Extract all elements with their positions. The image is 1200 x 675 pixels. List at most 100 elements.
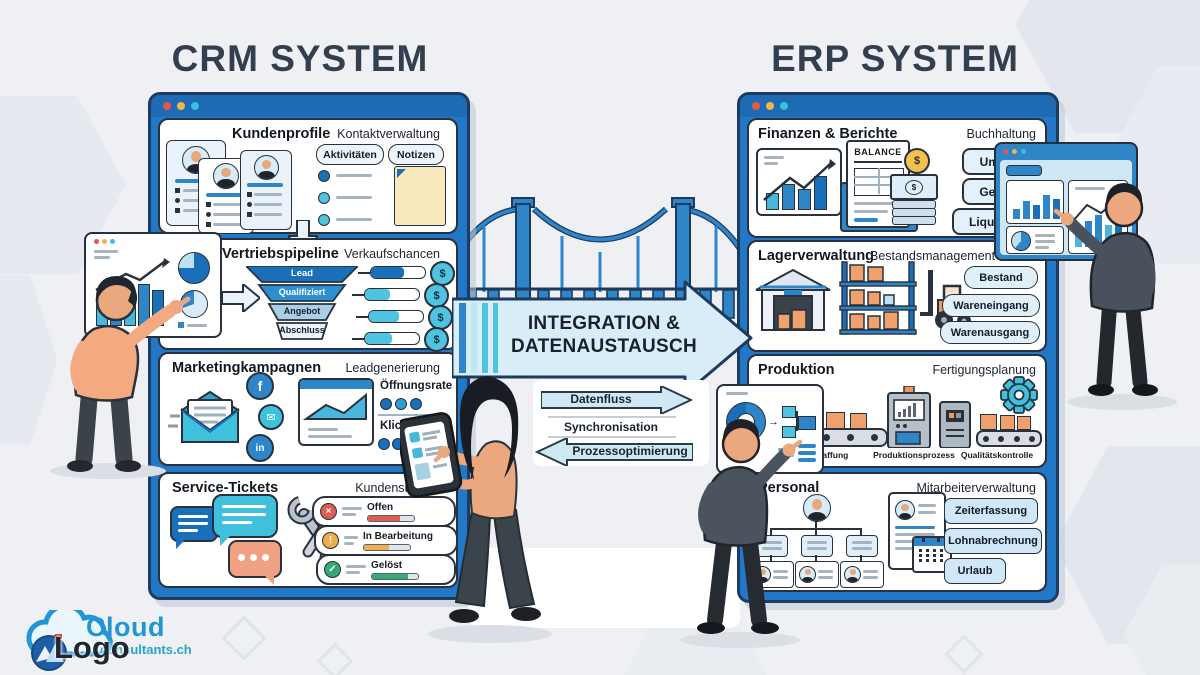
conveyor-box [826,412,845,429]
open-status-icon: × [320,503,337,520]
person-left [50,276,191,479]
dollar-badge: $ [424,327,449,352]
conveyor-belt [976,430,1042,447]
zeiterfassung-pill[interactable]: Zeiterfassung [944,498,1038,524]
service-title: Service-Tickets [172,480,279,496]
notizen-pill[interactable]: Notizen [388,144,444,165]
produktion-subtitle: Fertigungsplanung [932,363,1036,377]
avatar [213,163,239,189]
window-dot-yellow [177,102,185,110]
sales-funnel [246,266,358,340]
org-node [801,535,833,557]
kundenprofile-subtitle: Kontaktverwaltung [337,127,440,141]
lohnabrechnung-pill[interactable]: Lohnabrechnung [944,528,1042,554]
org-top-avatar [803,494,831,522]
step-produktionsprozess: Produktionsprozess [873,450,955,460]
conveyor-box [850,413,867,429]
lager-title: Lagerverwaltung [758,248,875,264]
metric-dot [410,398,422,410]
ticket-status-open[interactable]: × Offen [312,496,456,527]
finance-bar-chart [756,148,842,216]
funnel-stage-lead[interactable]: Lead [290,268,314,279]
status-label-progress: In Bearbeitung [363,530,434,542]
calendar-icon [912,536,952,573]
integration-headline: INTEGRATION & DATENAUSTAUSCH [510,313,698,357]
status-label-done: Gelöst [371,559,403,571]
pipeline-subtitle: Verkaufschancen [344,247,440,261]
sticky-note [394,166,446,226]
opportunity-bar [364,288,420,301]
org-node [846,535,878,557]
erp-window-titlebar [740,95,1056,117]
coin-icon: $ [904,148,930,174]
urlaub-pill[interactable]: Urlaub [944,558,1006,584]
pie-chart-icon [180,290,208,318]
chat-bubble [212,494,278,546]
dollar-badge: $ [424,283,449,308]
activity-dot [318,192,330,204]
pie-chart-icon [178,252,210,284]
profile-card [240,150,292,230]
datenfluss-arrow [541,386,693,414]
metric-dot [380,398,392,410]
opportunity-bar [368,310,424,323]
crm-window-titlebar [151,95,467,117]
shelf-boxes-icon [839,261,917,335]
wareneingang-pill[interactable]: Wareneingang [942,294,1040,317]
synchronisation-label: Synchronisation [563,420,658,434]
funnel-stage-angebot[interactable]: Angebot [283,306,321,316]
status-label-open: Offen [367,501,394,513]
open-rate-label: Öffnungsrate [380,380,453,392]
right-arrow [222,284,260,312]
dollar-badge: $ [430,261,455,286]
opportunity-bar [364,332,420,345]
linkedin-icon[interactable]: in [246,434,274,462]
pipeline-title: Vertriebspipeline [222,246,339,262]
window-dot-red [752,102,760,110]
production-machine-icon [887,386,971,448]
logo-watermark-text: Logo [54,630,130,665]
logo-domain-text: consultants.ch [100,642,192,657]
bestand-pill[interactable]: Bestand [964,266,1038,289]
facebook-icon[interactable]: f [246,372,274,400]
window-dot-cyan [780,102,788,110]
personal-title: Personal [758,480,820,496]
person-woman-tablet [400,376,552,643]
mail-icon[interactable]: ✉ [258,404,284,430]
prozessoptimierung-arrow [535,438,693,466]
metric-dot [378,438,390,450]
window-dot-yellow [766,102,774,110]
webpage-chart-card [298,378,374,446]
funnel-stage-abschluss[interactable]: Abschluss [279,325,325,335]
employee-badge [840,561,884,588]
funnel-stage-qualifiziert[interactable]: Qualifiziert [278,287,326,297]
dollar-badge: $ [428,305,453,330]
datenfluss-label: Datenfluss [570,392,632,406]
ticket-status-progress[interactable]: ! In Bearbeitung [314,525,458,556]
ticket-status-done[interactable]: ✓ Gelöst [316,554,456,585]
conveyor-box [1000,415,1015,430]
personal-subtitle: Mitarbeiterverwaltung [916,481,1037,495]
activity-dot [318,214,330,226]
logo-lockup[interactable]: Cloud consultants.ch Logo [14,606,234,671]
window-dot-red [163,102,171,110]
erp-system-title: ERP SYSTEM [771,38,1019,79]
employee-badge [795,561,839,588]
marketing-subtitle: Leadgenerierung [345,361,440,375]
lager-subtitle: Bestandsmanagement [870,249,996,263]
mountain-emblem-icon [31,634,67,671]
finanzen-subtitle: Buchhaltung [966,127,1036,141]
email-envelope-icon [168,390,240,443]
opportunity-bar [370,266,426,279]
chat-bubble [170,506,218,549]
bg-diamond [316,642,354,675]
person-mid-right [680,419,803,648]
window-dot-cyan [191,102,199,110]
activity-dot [318,170,330,182]
aktivitaeten-pill[interactable]: Aktivitäten [316,144,384,165]
done-status-icon: ✓ [324,561,341,578]
warenausgang-pill[interactable]: Warenausgang [940,321,1040,344]
gear-icon [1000,376,1038,414]
balance-doc-label: BALANCE [854,147,902,157]
